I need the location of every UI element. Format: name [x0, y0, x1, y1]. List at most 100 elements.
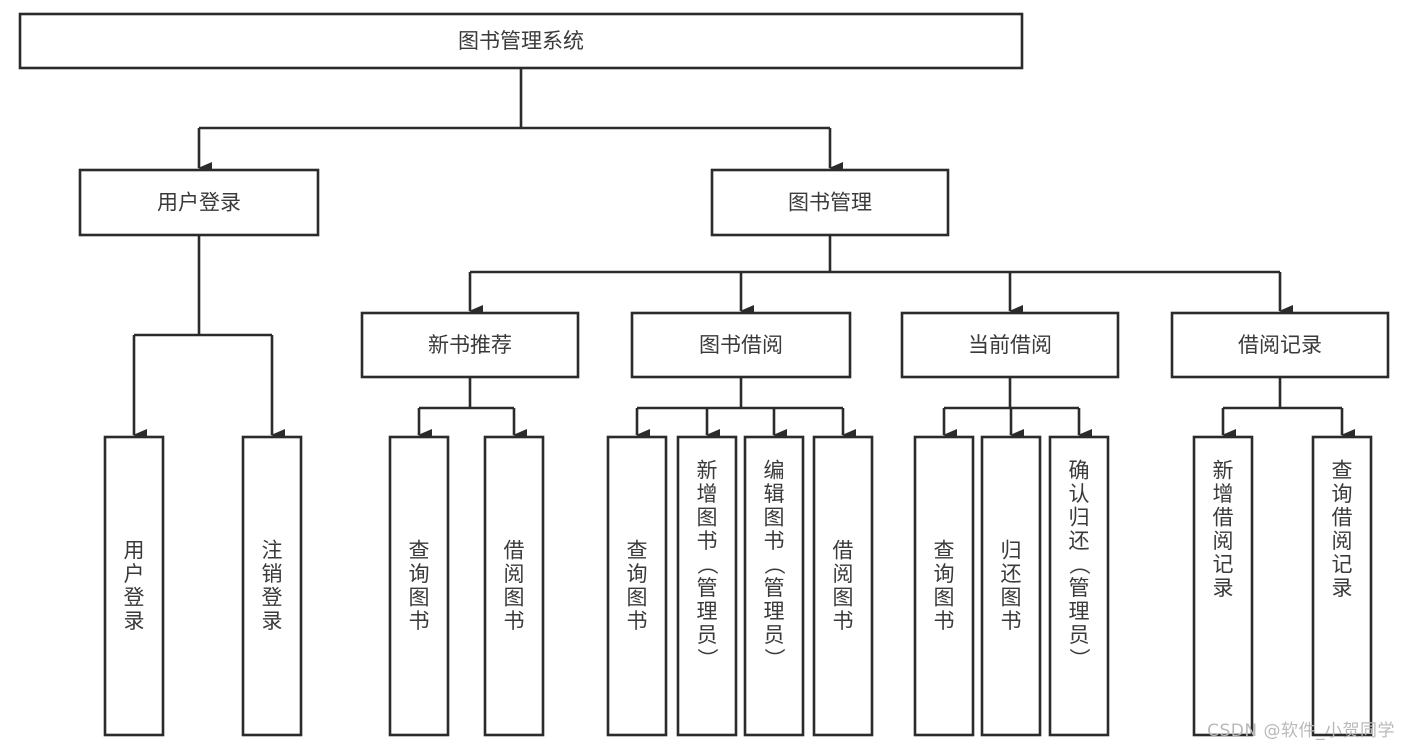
level3-node-label: 新书推荐 — [428, 333, 512, 357]
level3-node-box[interactable] — [630, 311, 852, 379]
level2-node-2[interactable]: 图书管理 — [710, 168, 950, 237]
level3-node-box[interactable] — [1170, 311, 1390, 379]
leaf-node-label-char: 书 — [934, 609, 955, 633]
leaf-node-label-char: 管 — [1069, 576, 1090, 600]
leaf-node-label-char: 增 — [697, 482, 718, 506]
level3-node-box[interactable] — [900, 311, 1120, 379]
leaf-node-box[interactable] — [606, 435, 668, 737]
level3-node-3[interactable]: 当前借阅 — [900, 311, 1120, 379]
leaf-node-label-char: 图 — [627, 585, 648, 609]
leaf-node-label-char: （ — [762, 554, 786, 575]
leaf-node-label-char: 阅 — [1213, 529, 1234, 553]
leaf-node-label-char: 询 — [934, 562, 955, 586]
leaf-node-label-char: 图 — [504, 585, 525, 609]
leaf-node-label-char: 管 — [697, 576, 718, 600]
leaf-node-box[interactable] — [913, 435, 975, 737]
level3-node-1[interactable]: 新书推荐 — [360, 311, 580, 379]
leaf-node-label-char: 员 — [697, 623, 718, 647]
leaf-node-label-char: 理 — [764, 599, 785, 623]
leaf-node-label-char: 注 — [262, 538, 283, 562]
level2-node-box[interactable] — [710, 168, 950, 237]
leaf-node-label-char: 用 — [124, 538, 145, 562]
leaf-node-label-char: 新 — [1213, 458, 1234, 482]
leaf-node-label-char: 查 — [627, 538, 648, 562]
leaf-node-label-char: 录 — [1332, 576, 1353, 600]
leaf-node-label-char: 查 — [934, 538, 955, 562]
leaf-node-label-char: 员 — [764, 623, 785, 647]
leaf-node-label-char: 图 — [934, 585, 955, 609]
leaf-node-box[interactable] — [743, 435, 805, 737]
leaf-node-label-char: 书 — [409, 609, 430, 633]
leaf-node-label-char: 销 — [262, 562, 283, 586]
leaf-node-label-char: 查 — [1332, 458, 1353, 482]
leaf-node-box[interactable] — [676, 435, 738, 737]
leaf-node-label-char: 书 — [833, 609, 854, 633]
leaf-node-label-char: 查 — [409, 538, 430, 562]
root-node-1[interactable]: 图书管理系统 — [18, 12, 1024, 70]
leaf-node-label-char: 书 — [504, 609, 525, 633]
leaf-node-label-char: 录 — [1213, 576, 1234, 600]
leaf-node-label-char: 员 — [1069, 623, 1090, 647]
level3-node-4[interactable]: 借阅记录 — [1170, 311, 1390, 379]
connector-layer — [132, 68, 1355, 441]
leaf-node-label-char: 理 — [697, 599, 718, 623]
leaf-node-box[interactable] — [483, 435, 545, 737]
leaf-node-label-char: 询 — [409, 562, 430, 586]
root-node-box[interactable] — [18, 12, 1024, 70]
leaf-node-label-char: 借 — [1213, 505, 1234, 529]
level2-node-label: 图书管理 — [788, 191, 872, 215]
leaf-node-label-char: 登 — [262, 585, 283, 609]
leaf-node-label-char: 还 — [1069, 529, 1090, 553]
leaf-node-box[interactable] — [388, 435, 450, 737]
root-node-label: 图书管理系统 — [458, 29, 584, 53]
leaf-node-label-char: ） — [695, 648, 719, 669]
leaf-node-box[interactable] — [103, 435, 165, 737]
leaf-node-box[interactable] — [1048, 435, 1110, 737]
leaf-node-label-char: 增 — [1213, 482, 1234, 506]
leaf-node-label-char: ） — [1067, 648, 1091, 669]
leaf-node-label-char: 图 — [1001, 585, 1022, 609]
leaf-node-label-char: 录 — [262, 609, 283, 633]
leaf-node-label-char: 图 — [697, 505, 718, 529]
leaf-node-box[interactable] — [980, 435, 1042, 737]
leaf-node-label-char: 登 — [124, 585, 145, 609]
level2-node-1[interactable]: 用户登录 — [78, 168, 320, 237]
leaf-node-box[interactable] — [812, 435, 874, 737]
leaf-node-label-char: 阅 — [1332, 529, 1353, 553]
leaf-node-label-char: 理 — [1069, 599, 1090, 623]
leaf-node-label-char: 归 — [1069, 505, 1090, 529]
leaf-node-label-char: 图 — [409, 585, 430, 609]
leaf-node-label-char: 借 — [504, 538, 525, 562]
leaf-node-label-char: 书 — [1001, 609, 1022, 633]
leaf-node-label-char: （ — [695, 554, 719, 575]
leaf-node-box[interactable] — [1311, 435, 1373, 737]
leaf-node-label-char: 书 — [764, 529, 785, 553]
level3-node-label: 借阅记录 — [1238, 333, 1322, 357]
level3-node-label: 图书借阅 — [699, 333, 783, 357]
leaf-node-label-char: 录 — [124, 609, 145, 633]
level3-node-box[interactable] — [360, 311, 580, 379]
leaf-node-label-char: 询 — [1332, 482, 1353, 506]
leaf-node-label-char: 阅 — [833, 562, 854, 586]
leaf-node-label-char: 图 — [764, 505, 785, 529]
leaf-node-box[interactable] — [1192, 435, 1254, 737]
level3-node-2[interactable]: 图书借阅 — [630, 311, 852, 379]
leaf-node-1[interactable]: 用户登录 — [103, 435, 165, 737]
level2-node-box[interactable] — [78, 168, 320, 237]
leaf-node-box[interactable] — [241, 435, 303, 737]
leaf-node-label-char: 借 — [1332, 505, 1353, 529]
